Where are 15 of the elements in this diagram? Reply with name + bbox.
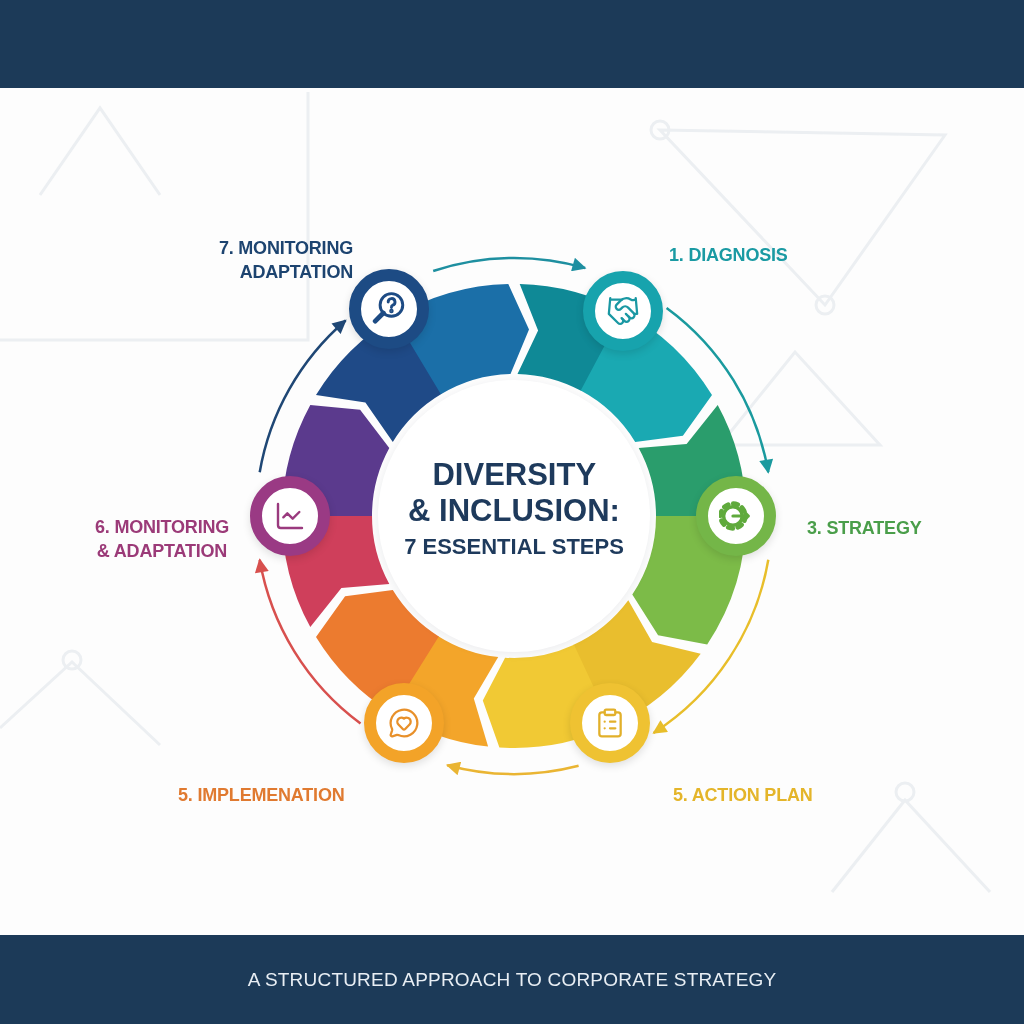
step-label: 3. STRATEGY: [807, 517, 923, 540]
step-label: 7. MONITORING ADAPTATION: [217, 237, 353, 284]
center-title: DIVERSITY & INCLUSION:: [407, 457, 621, 529]
cycle-arrow: [445, 760, 579, 776]
cycle-arrow: [652, 559, 770, 734]
step-label: 6. MONITORING & ADAPTATION: [93, 516, 231, 563]
center-subtitle: 7 ESSENTIAL STEPS: [403, 533, 625, 561]
caption: A STRUCTURED APPROACH TO CORPORATE STRATEGY: [247, 967, 777, 992]
step-label: 1. DIAGNOSIS: [669, 244, 789, 267]
cycle-arrow: [432, 257, 587, 273]
cycle-arrow: [258, 319, 347, 473]
step-label: 5. ACTION PLAN: [673, 784, 814, 807]
cycle-arrow: [665, 306, 773, 474]
step-label: 5. IMPLEMENATION: [178, 784, 346, 807]
cycle-arrow: [255, 558, 362, 725]
